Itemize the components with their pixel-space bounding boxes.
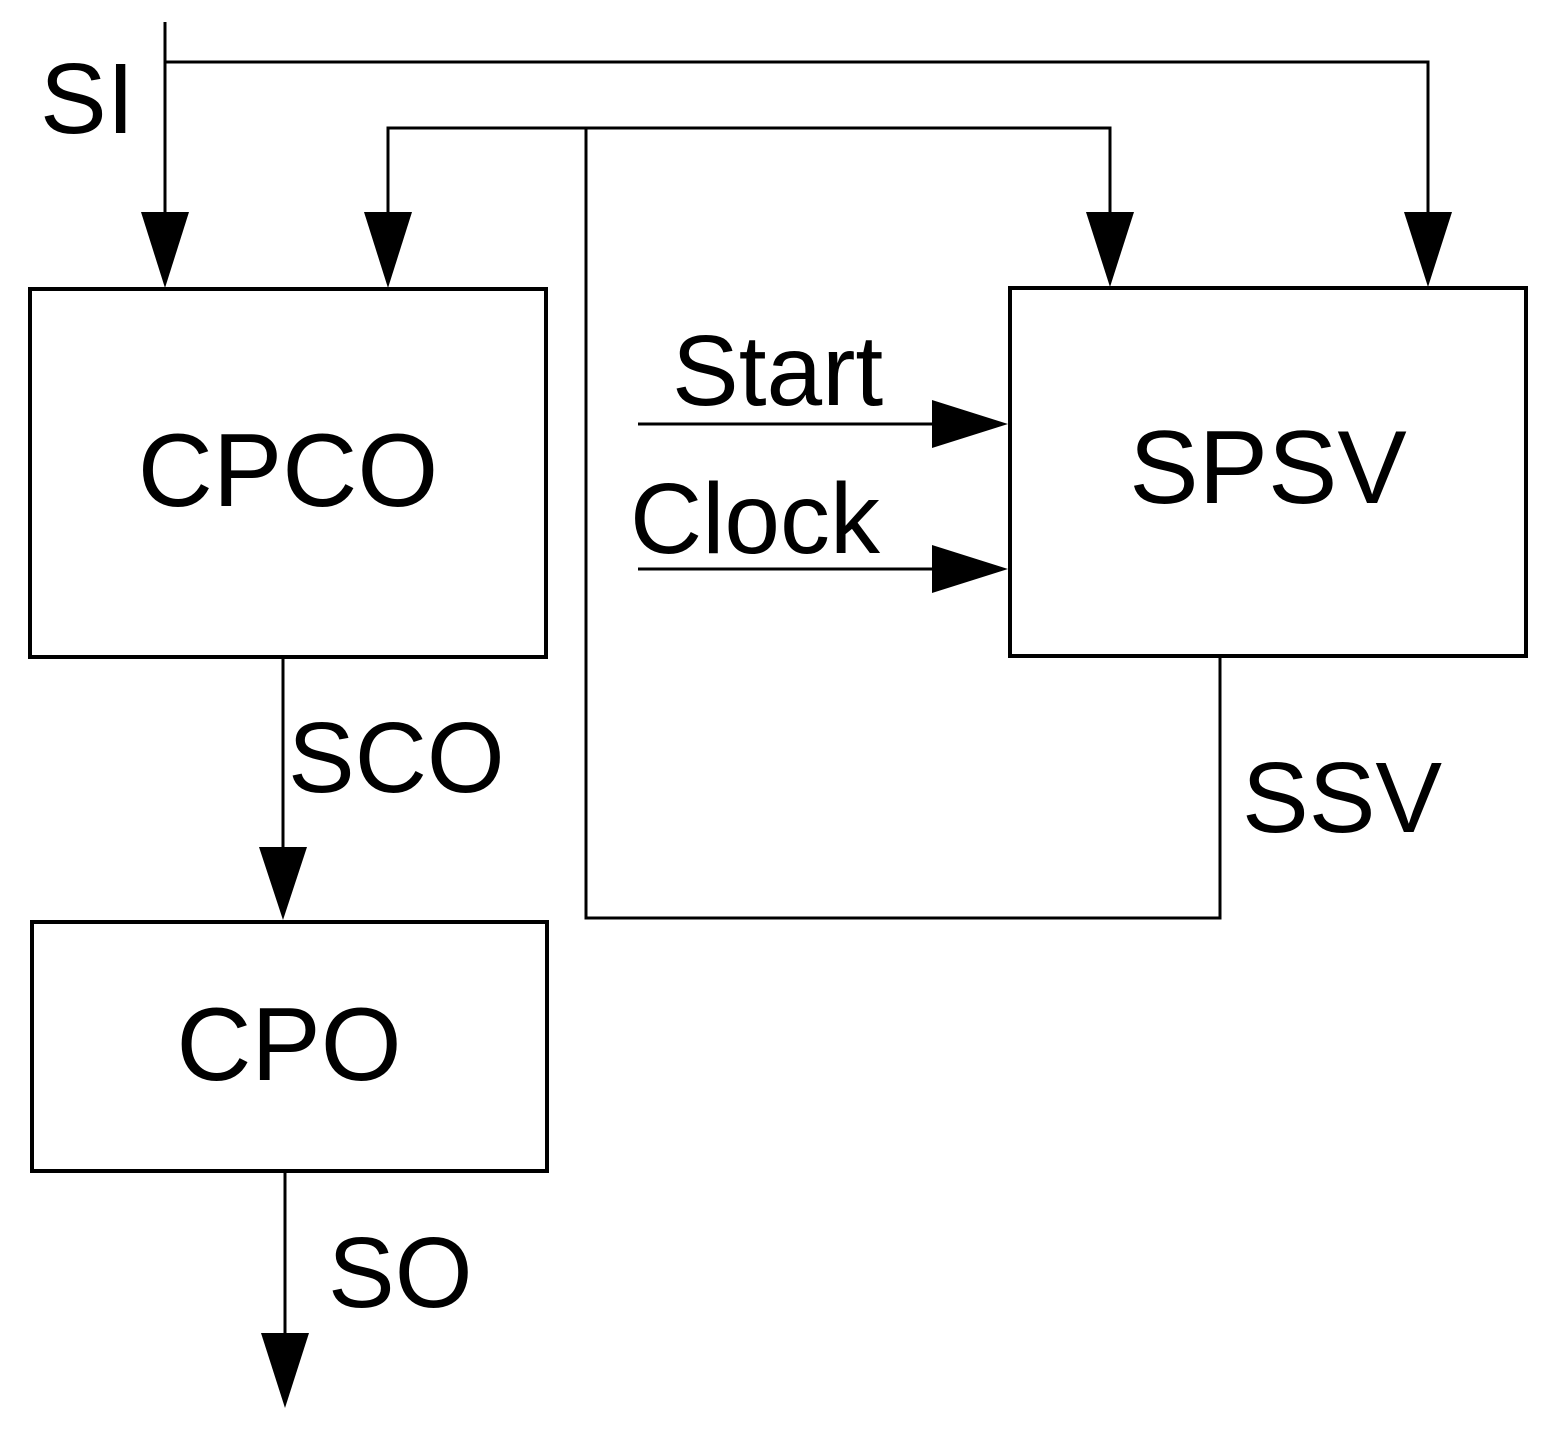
- spsv-label: SPSV: [1129, 410, 1406, 526]
- start-label: Start: [672, 315, 883, 427]
- so-label: SO: [328, 1217, 472, 1329]
- ssv-wire-to-cpco: [386, 126, 586, 215]
- si-to-cpco-arrow-icon: [141, 212, 189, 288]
- ssv-to-spsv-arrow-icon: [1086, 212, 1134, 287]
- ssv-feedback-wire: [584, 128, 1222, 920]
- cpo-label: CPO: [176, 987, 401, 1103]
- start-arrow-icon: [932, 400, 1008, 448]
- cpo-block: [30, 920, 549, 1173]
- cpco-block: [28, 287, 548, 659]
- clock-label: Clock: [630, 463, 881, 575]
- si-label: SI: [40, 43, 134, 155]
- sco-label: SCO: [288, 702, 505, 814]
- so-arrow-icon: [261, 1333, 309, 1408]
- si-wire-to-spsv: [165, 60, 1430, 215]
- ssv-label: SSV: [1242, 742, 1442, 854]
- si-to-spsv-arrow-icon: [1404, 212, 1452, 287]
- spsv-block: [1008, 286, 1528, 658]
- cpco-label: CPCO: [138, 413, 438, 529]
- clock-arrow-icon: [932, 545, 1008, 593]
- ssv-wire-to-spsv: [586, 126, 1112, 215]
- sco-arrow-icon: [259, 847, 307, 920]
- ssv-to-cpco-arrow-icon: [364, 212, 412, 288]
